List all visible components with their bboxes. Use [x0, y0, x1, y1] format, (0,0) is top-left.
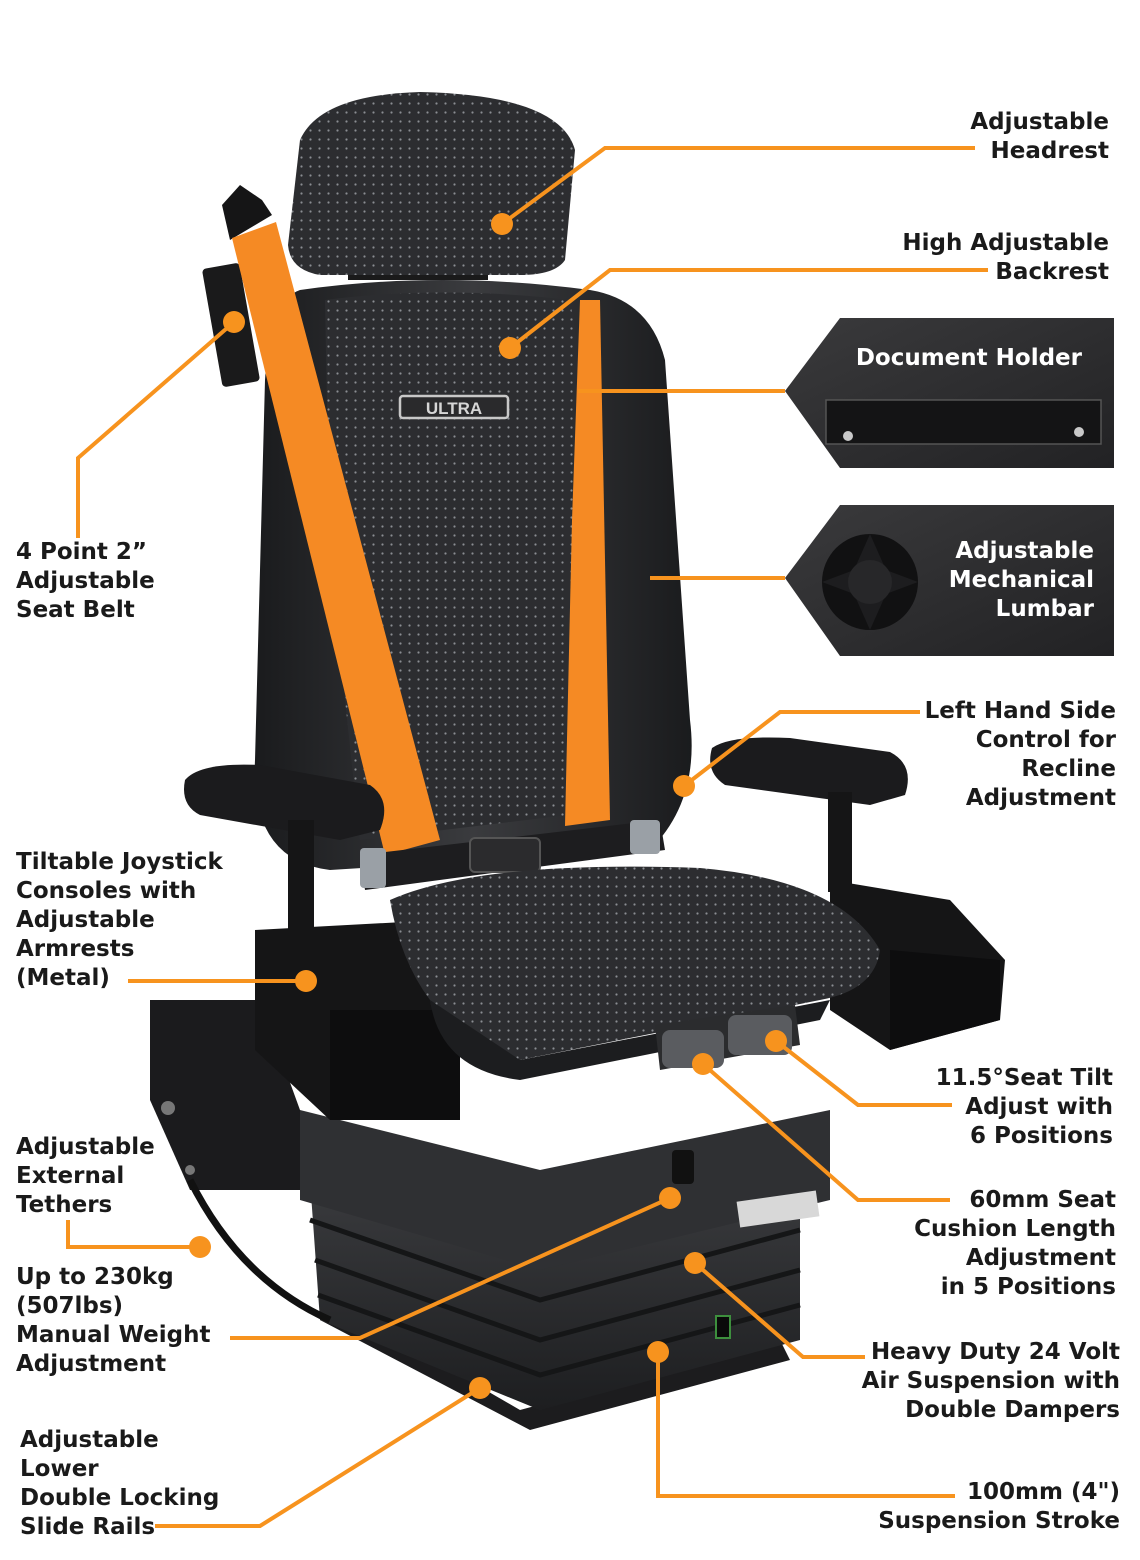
- suspension-label: Heavy Duty 24 Volt Air Suspension with D…: [861, 1339, 1120, 1423]
- slide-rails-label: Adjustable Lower Double Locking Slide Ra…: [20, 1427, 220, 1540]
- headrest-line: [500, 146, 975, 226]
- ultra-logo-text: ULTRA: [426, 399, 482, 418]
- tethers-label: Adjustable External Tethers: [16, 1134, 155, 1218]
- weight-knob: [672, 1150, 694, 1184]
- seat-belt-right: [565, 300, 610, 826]
- right-armrest: [710, 737, 908, 805]
- document-holder-panel: [785, 318, 1114, 468]
- seat-illustration: ULTRA: [150, 92, 1005, 1430]
- stroke-label: 100mm (4") Suspension Stroke: [878, 1479, 1120, 1534]
- tether-strap: [186, 1178, 332, 1324]
- seat-belt-line: [76, 320, 236, 538]
- backrest-label: High Adjustable Backrest: [902, 230, 1109, 285]
- headrest-label: Adjustable Headrest: [970, 109, 1109, 164]
- cushion-label: 60mm Seat Cushion Length Adjustment in 5…: [914, 1187, 1116, 1300]
- ultra-logo: [398, 394, 510, 420]
- air-switch: [715, 1315, 731, 1339]
- lumbar-knob-icon: [822, 534, 918, 630]
- document-holder-pocket: [825, 399, 1102, 445]
- backrest-line: [508, 268, 988, 350]
- spec-plate: [736, 1190, 820, 1228]
- suspension-housing: [300, 1110, 830, 1270]
- leader-lines: [66, 146, 988, 1528]
- document-holder-label: Document Holder: [855, 345, 1082, 371]
- recline-label: Left Hand Side Control for Recline Adjus…: [924, 698, 1116, 811]
- slide-rails-line: [155, 1386, 482, 1528]
- seat-belt-left: [232, 222, 440, 855]
- seat-belt-label: 4 Point 2” Adjustable Seat Belt: [16, 539, 155, 623]
- weight-label: Up to 230kg (507lbs) Manual Weight Adjus…: [16, 1264, 211, 1377]
- recline-line: [682, 710, 920, 788]
- joystick-label: Tiltable Joystick Consoles with Adjustab…: [16, 849, 223, 991]
- cushion-line: [701, 1062, 950, 1202]
- lumbar-panel: [785, 505, 1114, 656]
- left-armrest: [184, 764, 385, 840]
- suspension-line: [693, 1261, 865, 1359]
- headrest: [288, 92, 575, 275]
- weight-line: [230, 1196, 671, 1340]
- belt-buckle: [469, 837, 541, 873]
- belt-anchor: [222, 185, 272, 240]
- stroke-line: [656, 1352, 955, 1498]
- seat-tilt-line: [774, 1039, 952, 1107]
- tethers-line: [66, 1220, 200, 1249]
- seat-tilt-label: 11.5°Seat Tilt Adjust with 6 Positions: [935, 1065, 1113, 1149]
- lumbar-label: Adjustable Mechanical Lumbar: [948, 538, 1094, 622]
- leader-dots: [189, 213, 787, 1399]
